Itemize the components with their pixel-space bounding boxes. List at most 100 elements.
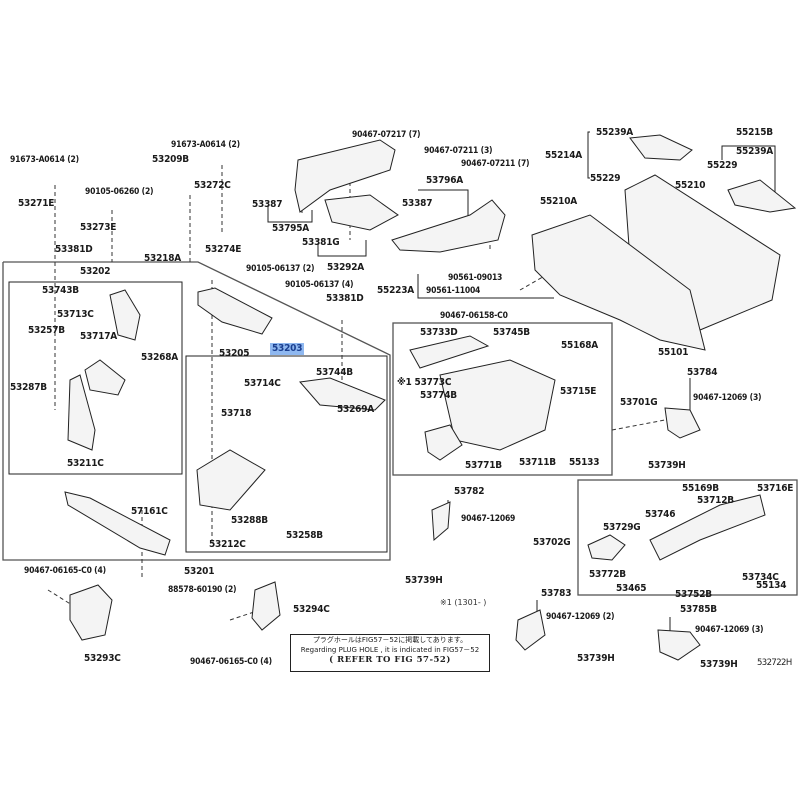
part-label-53269A[interactable]: 53269A <box>337 404 375 415</box>
part-label-55239A-r[interactable]: 55239A <box>736 146 774 157</box>
part-label-53209B[interactable]: 53209B <box>152 154 189 165</box>
part-label-53795A[interactable]: 53795A <box>272 223 310 234</box>
part-label-53783[interactable]: 53783 <box>541 588 572 599</box>
part-label-53218A[interactable]: 53218A <box>144 253 182 264</box>
part-label-53272C[interactable]: 53272C <box>194 180 231 191</box>
part-label-90467-07211-b[interactable]: 90467-07211 (7) <box>461 159 530 169</box>
part-label-53293C[interactable]: 53293C <box>84 653 121 664</box>
part-label-90561-11004[interactable]: 90561-11004 <box>426 286 481 296</box>
part-label-53287B[interactable]: 53287B <box>10 382 47 393</box>
part-label-53796A[interactable]: 53796A <box>426 175 464 186</box>
part-label-53744B[interactable]: 53744B <box>316 367 353 378</box>
part-label-53274E[interactable]: 53274E <box>205 244 242 255</box>
part-label-53714C[interactable]: 53714C <box>244 378 281 389</box>
part-label-53715E[interactable]: 53715E <box>560 386 597 397</box>
part-label-53268A[interactable]: 53268A <box>141 352 179 363</box>
part-label-53273E[interactable]: 53273E <box>80 222 117 233</box>
part-label-53387-l[interactable]: 53387 <box>252 199 283 210</box>
part-sketch-53783 <box>515 609 546 651</box>
part-label-53743B[interactable]: 53743B <box>42 285 79 296</box>
part-label-53258B[interactable]: 53258B <box>286 530 323 541</box>
part-label-55229-r[interactable]: 55229 <box>707 160 738 171</box>
part-sketch-53785B <box>657 629 701 661</box>
note-line-en: Regarding PLUG HOLE , it is indicated in… <box>300 646 480 654</box>
part-label-53773C[interactable]: ※1 53773C <box>397 377 452 388</box>
part-label-90467-07211-a[interactable]: 90467-07211 (3) <box>424 146 493 156</box>
part-label-53718[interactable]: 53718 <box>221 408 252 419</box>
part-label-53782[interactable]: 53782 <box>454 486 485 497</box>
part-label-90467-12069[interactable]: 90467-12069 <box>461 514 516 524</box>
part-label-55168A[interactable]: 55168A <box>561 340 599 351</box>
part-label-53271E[interactable]: 53271E <box>18 198 55 209</box>
part-label-53739H-d[interactable]: 53739H <box>700 659 738 670</box>
part-label-55210A[interactable]: 55210A <box>540 196 578 207</box>
part-label-53292A[interactable]: 53292A <box>327 262 365 273</box>
part-label-53381G[interactable]: 53381G <box>302 237 340 248</box>
part-label-88578-60190[interactable]: 88578-60190 (2) <box>168 585 237 595</box>
bracket-55214A <box>587 131 590 179</box>
part-label-53702G[interactable]: 53702G <box>533 537 571 548</box>
part-label-53203[interactable]: 53203 <box>270 343 305 355</box>
part-label-53713C[interactable]: 53713C <box>57 309 94 320</box>
part-label-53701G[interactable]: 53701G <box>620 397 658 408</box>
part-label-90467-06158[interactable]: 90467-06158-C0 <box>440 311 508 321</box>
part-label-57161C[interactable]: 57161C <box>131 506 168 517</box>
part-label-90105-06260[interactable]: 90105-06260 (2) <box>85 187 154 197</box>
part-label-53739H-c[interactable]: 53739H <box>577 653 615 664</box>
part-label-53746[interactable]: 53746 <box>645 509 676 520</box>
part-label-53212C[interactable]: 53212C <box>209 539 246 550</box>
part-label-90105-06137-4[interactable]: 90105-06137 (4) <box>285 280 354 290</box>
part-label-90467-12069-2[interactable]: 90467-12069 (2) <box>546 612 615 622</box>
part-label-53734C[interactable]: 53734C <box>742 572 779 583</box>
part-label-90467-06165-a[interactable]: 90467-06165-C0 (4) <box>24 566 106 576</box>
part-label-53739H-b[interactable]: 53739H <box>405 575 443 586</box>
part-label-53712B[interactable]: 53712B <box>697 495 734 506</box>
part-label-55214A[interactable]: 55214A <box>545 150 583 161</box>
part-label-53288B[interactable]: 53288B <box>231 515 268 526</box>
part-label-90561-09013[interactable]: 90561-09013 <box>448 273 503 283</box>
part-label-53739H-a[interactable]: 53739H <box>648 460 686 471</box>
part-label-55215B[interactable]: 55215B <box>736 127 773 138</box>
part-label-53785B[interactable]: 53785B <box>680 604 717 615</box>
part-label-53784[interactable]: 53784 <box>687 367 718 378</box>
part-label-53772B[interactable]: 53772B <box>589 569 626 580</box>
part-label-55239A-l[interactable]: 55239A <box>596 127 634 138</box>
part-label-91673-A0614-l[interactable]: 91673-A0614 (2) <box>10 155 79 165</box>
part-label-53733D[interactable]: 53733D <box>420 327 458 338</box>
part-label-53752B[interactable]: 53752B <box>675 589 712 600</box>
part-label-90467-12069-3a[interactable]: 90467-12069 (3) <box>693 393 762 403</box>
part-label-91673-A0614-r[interactable]: 91673-A0614 (2) <box>171 140 240 150</box>
part-label-53205[interactable]: 53205 <box>219 348 250 359</box>
part-label-53387-r[interactable]: 53387 <box>402 198 433 209</box>
note-refer-link[interactable]: ( REFER TO FIG 57-52) <box>329 655 451 665</box>
part-label-53257B[interactable]: 53257B <box>28 325 65 336</box>
part-label-53717A[interactable]: 53717A <box>80 331 118 342</box>
part-label-55229-l[interactable]: 55229 <box>590 173 621 184</box>
part-sketch-53211C <box>67 374 96 451</box>
part-label-55133[interactable]: 55133 <box>569 457 600 468</box>
part-label-53716E[interactable]: 53716E <box>757 483 794 494</box>
part-label-53201[interactable]: 53201 <box>184 566 215 577</box>
part-label-53745B[interactable]: 53745B <box>493 327 530 338</box>
part-label-55223A[interactable]: 55223A <box>377 285 415 296</box>
part-label-55134[interactable]: 55134 <box>756 580 787 591</box>
part-label-90467-12069-3b[interactable]: 90467-12069 (3) <box>695 625 764 635</box>
part-label-53465[interactable]: 53465 <box>616 583 647 594</box>
part-label-53771B[interactable]: 53771B <box>465 460 502 471</box>
part-label-90467-06165-b[interactable]: 90467-06165-C0 (4) <box>190 657 272 667</box>
part-label-90105-06137-2[interactable]: 90105-06137 (2) <box>246 264 315 274</box>
part-sketch-53782 <box>431 501 451 542</box>
part-label-53381D-c[interactable]: 53381D <box>326 293 364 304</box>
group-frame-53202 <box>8 281 183 475</box>
part-label-53202[interactable]: 53202 <box>80 266 111 277</box>
part-label-53729G[interactable]: 53729G <box>603 522 641 533</box>
part-label-90467-07217[interactable]: 90467-07217 (7) <box>352 130 421 140</box>
part-label-53211C[interactable]: 53211C <box>67 458 104 469</box>
part-label-53774B[interactable]: 53774B <box>420 390 457 401</box>
part-label-55169B[interactable]: 55169B <box>682 483 719 494</box>
part-label-55210[interactable]: 55210 <box>675 180 706 191</box>
part-label-53294C[interactable]: 53294C <box>293 604 330 615</box>
part-label-53381D-l[interactable]: 53381D <box>55 244 93 255</box>
part-label-53711B[interactable]: 53711B <box>519 457 556 468</box>
part-label-55101[interactable]: 55101 <box>658 347 689 358</box>
